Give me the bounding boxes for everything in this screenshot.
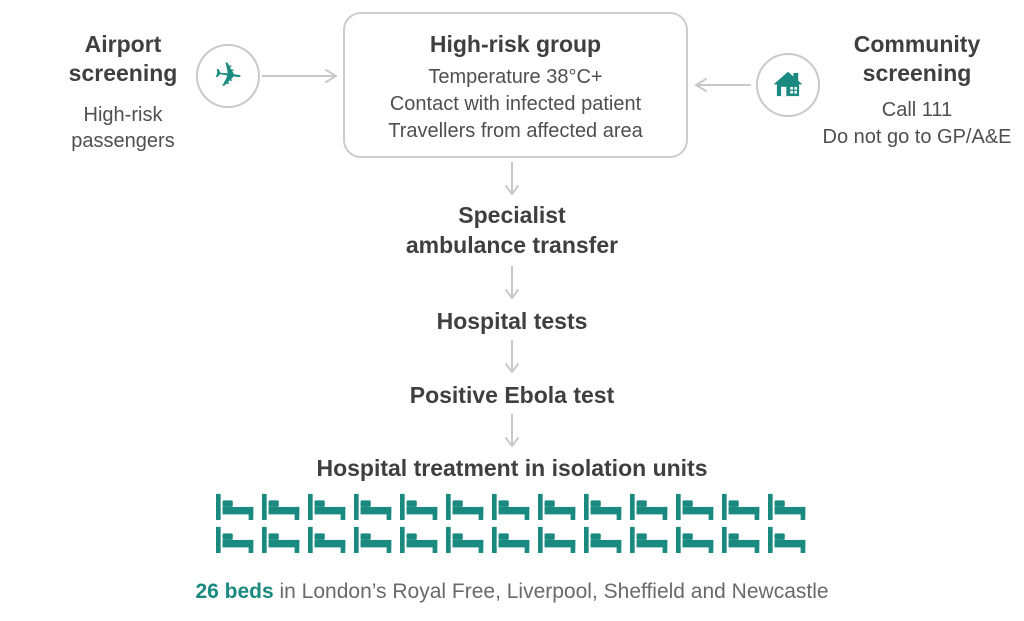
bed-icon [353, 493, 391, 520]
step-hospital-tests: Hospital tests [436, 308, 588, 334]
arrow-community-to-box [695, 78, 751, 92]
high-risk-group-title: High-risk group [429, 31, 602, 57]
bed-icon [767, 493, 805, 520]
step1-line1: Specialist [458, 202, 566, 228]
bed-icon [629, 493, 667, 520]
bed-icon [399, 526, 437, 553]
bed-row [0, 525, 1024, 553]
beds-caption-text: in London’s Royal Free, Liverpool, Sheff… [273, 580, 829, 603]
airport-title-line2: screening [68, 60, 178, 86]
bed-icon [537, 526, 575, 553]
bed-icon [261, 493, 299, 520]
bed-icon [353, 526, 391, 553]
bed-icon [307, 493, 345, 520]
step-specialist-ambulance-transfer: Specialist ambulance transfer [0, 200, 1024, 260]
community-screening-subtitle: Call 111 Do not go to GP/A&E [814, 97, 1020, 151]
high-risk-criteria: Temperature 38°C+ Contact with infected … [345, 64, 686, 145]
bed-icon [721, 526, 759, 553]
bed-icon [675, 526, 713, 553]
airport-screening-subtitle: High-risk passengers [30, 102, 216, 154]
bed-icon [307, 526, 345, 553]
step1-line2: ambulance transfer [405, 232, 619, 258]
criteria-temperature: Temperature 38°C+ [428, 66, 603, 88]
bed-icon [491, 526, 529, 553]
airport-screening-block: Airport screening High-risk passengers [30, 30, 216, 154]
bed-icon [215, 493, 253, 520]
bed-icon [629, 526, 667, 553]
community-icon-circle [756, 53, 820, 117]
community-title-line2: screening [862, 60, 972, 86]
airport-title-line1: Airport [84, 31, 162, 57]
bed-row [0, 492, 1024, 520]
community-title-line1: Community [853, 31, 981, 57]
airport-icon-circle: ✈ [196, 44, 260, 108]
step-positive-ebola-test: Positive Ebola test [409, 382, 615, 408]
beds-caption-count: 26 beds [195, 580, 274, 603]
bed-icon [721, 493, 759, 520]
community-screening-title: Community screening [814, 30, 1020, 88]
beds-grid [0, 492, 1024, 558]
bed-icon [445, 526, 483, 553]
arrow-ambulance-to-tests [505, 266, 519, 299]
criteria-travellers: Travellers from affected area [388, 120, 643, 142]
airport-screening-title: Airport screening [30, 30, 216, 88]
arrow-tests-to-positive [505, 340, 519, 373]
airport-sub-line1: High-risk [83, 104, 163, 126]
bed-icon [583, 526, 621, 553]
community-sub-line2: Do not go to GP/A&E [822, 126, 1012, 148]
beds-caption: 26 beds in London’s Royal Free, Liverpoo… [0, 580, 1024, 604]
community-screening-block: Community screening Call 111 Do not go t… [814, 30, 1020, 151]
arrow-positive-to-treatment [505, 414, 519, 447]
house-icon [773, 71, 803, 97]
bed-icon [767, 526, 805, 553]
bed-icon [215, 526, 253, 553]
criteria-contact: Contact with infected patient [389, 93, 642, 115]
bed-icon [675, 493, 713, 520]
step-hospital-treatment: Hospital treatment in isolation units [316, 455, 708, 481]
arrow-box-to-ambulance [505, 162, 519, 195]
plane-icon: ✈ [211, 54, 245, 98]
bed-icon [537, 493, 575, 520]
bed-icon [583, 493, 621, 520]
community-sub-line1: Call 111 [881, 99, 953, 121]
bed-icon [261, 526, 299, 553]
airport-sub-line2: passengers [71, 130, 175, 152]
high-risk-group-box: High-risk group Temperature 38°C+ Contac… [343, 12, 688, 158]
bed-icon [399, 493, 437, 520]
arrow-airport-to-box [262, 69, 337, 83]
bed-icon [491, 493, 529, 520]
bed-icon [445, 493, 483, 520]
